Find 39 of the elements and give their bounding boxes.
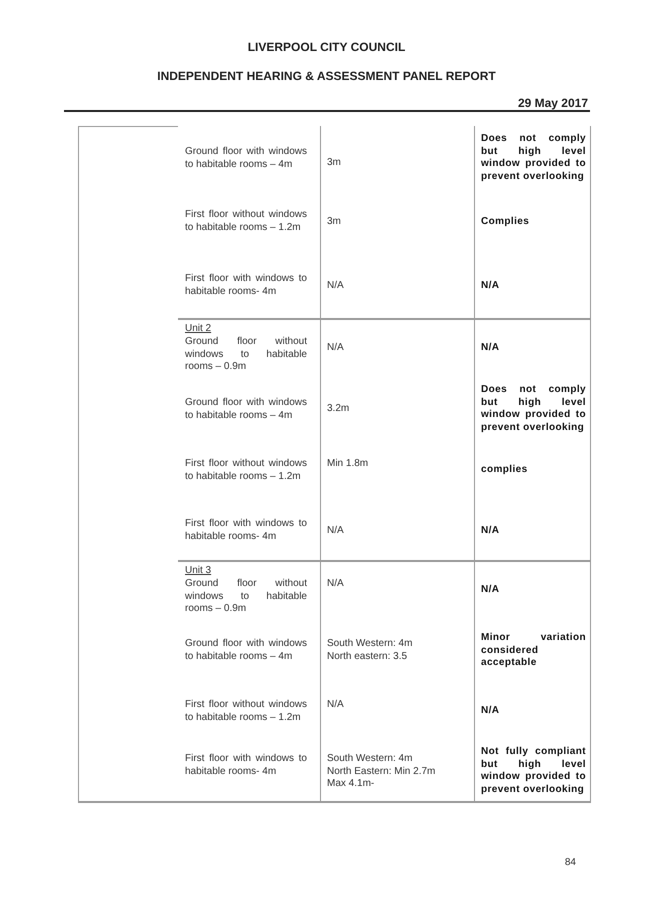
- report-date: 29 May 2017: [516, 96, 588, 110]
- measurement-text: South Western: 4m North Eastern: Min 2.7m Max 4.1m-: [327, 753, 436, 790]
- requirement-text: First floor with windows to habitable rooms- 4m: [185, 518, 307, 543]
- measurement-text: N/A: [327, 699, 345, 712]
- measurement-text: N/A: [327, 525, 345, 538]
- measurement-text: N/A: [327, 280, 345, 292]
- requirement-text: Ground floor with windows to habitable rooms – 4m: [185, 146, 307, 171]
- measurement-text: Min 1.8m: [327, 458, 370, 470]
- measurement-text: South Western: 4m North eastern: 3.5: [327, 638, 414, 663]
- requirement-text: First floor with windows to habitable rooms- 4m: [185, 273, 307, 298]
- compliance-text: Complies: [481, 216, 530, 228]
- unit-heading: Unit 3: [185, 565, 212, 578]
- compliance-text: Minor variation considered acceptable: [481, 632, 586, 670]
- measurement-text: 3m: [327, 216, 342, 228]
- page-header: LIVERPOOL CITY COUNCIL: [246, 40, 406, 54]
- requirement-text: Ground floor with windows to habitable rooms – 4m: [185, 397, 307, 422]
- measurement-text: N/A: [327, 578, 345, 590]
- requirement-text: First floor without windows to habitable rooms – 1.2m: [185, 458, 307, 483]
- requirement-text: First floor with windows to habitable rooms- 4m: [185, 753, 307, 778]
- compliance-text: N/A: [481, 342, 500, 354]
- measurement-text: 3m: [327, 157, 342, 170]
- compliance-text: N/A: [481, 525, 500, 538]
- requirement-text: Ground floor without windows to habitable rooms – 0.9m: [185, 578, 307, 616]
- unit-heading: Unit 2: [185, 323, 212, 336]
- compliance-text: Not fully compliant but high level window provided to prevent overlooking: [481, 746, 586, 796]
- compliance-text: complies: [481, 464, 529, 476]
- measurement-text: N/A: [327, 342, 345, 354]
- compliance-text: N/A: [481, 280, 500, 292]
- requirement-text: First floor without windows to habitable rooms – 1.2m: [185, 209, 307, 234]
- requirement-text: Ground floor with windows to habitable rooms – 4m: [185, 638, 307, 663]
- page-number: 84: [564, 857, 576, 870]
- measurement-text: 3.2m: [327, 403, 350, 416]
- compliance-text: Does not comply but high level window provided to prevent overlooking: [481, 133, 586, 183]
- compliance-text: N/A: [481, 584, 500, 596]
- requirement-text: First floor without windows to habitable rooms – 1.2m: [185, 699, 307, 724]
- report-title: INDEPENDENT HEARING & ASSESSMENT PANEL REPORT: [156, 69, 497, 83]
- compliance-text: Does not comply but high level window provided to prevent overlooking: [481, 384, 586, 434]
- requirement-text: Ground floor without windows to habitable rooms – 0.9m: [185, 336, 307, 374]
- compliance-text: N/A: [481, 705, 500, 718]
